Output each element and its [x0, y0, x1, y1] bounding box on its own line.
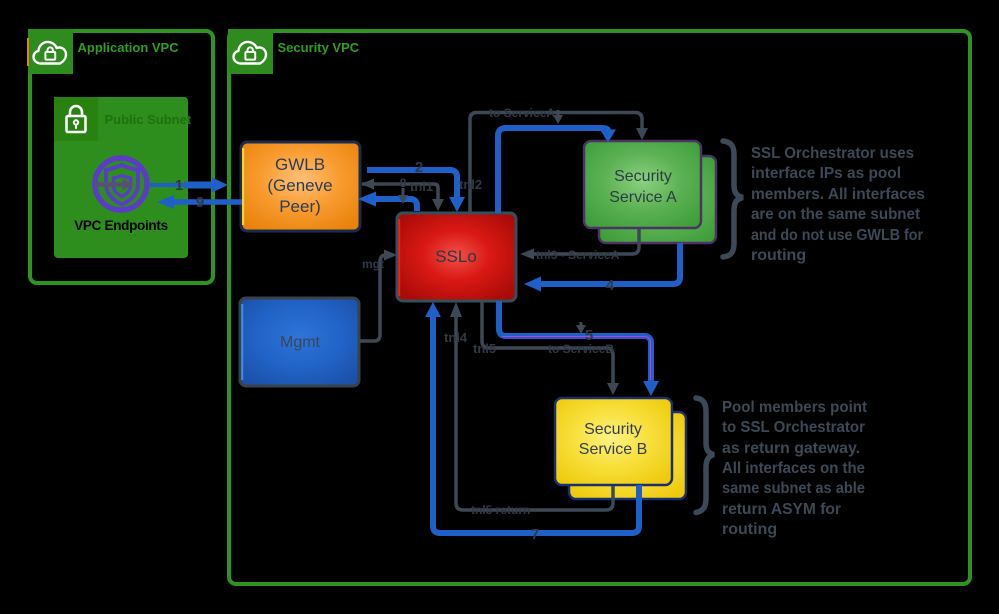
- svg-text:Service A: Service A: [609, 189, 677, 206]
- svg-text:Pool members point: Pool members point: [722, 399, 868, 416]
- svg-text:Peer): Peer): [279, 197, 321, 216]
- svg-text:SSLo: SSLo: [435, 247, 477, 266]
- svg-text:Public Subnet: Public Subnet: [105, 112, 192, 127]
- svg-text:are on the same subnet: are on the same subnet: [751, 206, 921, 223]
- svg-text:to ServiceB: to ServiceB: [548, 342, 614, 356]
- svg-text:routing: routing: [751, 247, 806, 264]
- svg-text:tnl2: tnl2: [459, 177, 482, 192]
- svg-text:as return gateway.: as return gateway.: [722, 440, 860, 457]
- svg-text:same subnet as able: same subnet as able: [722, 480, 865, 497]
- svg-text:All interfaces on the: All interfaces on the: [722, 460, 865, 477]
- svg-text:tnl5 return: tnl5 return: [471, 503, 530, 517]
- svg-text:interface IPs as pool: interface IPs as pool: [751, 165, 901, 182]
- svg-text:and do not use GWLB for: and do not use GWLB for: [751, 227, 923, 244]
- svg-text:GWLB: GWLB: [275, 155, 325, 174]
- svg-text:Security: Security: [614, 168, 672, 185]
- svg-text:mgt: mgt: [362, 257, 384, 271]
- svg-text:Service B: Service B: [579, 441, 647, 458]
- svg-text:(Geneve: (Geneve: [267, 176, 332, 195]
- svg-text:Security: Security: [584, 421, 642, 438]
- svg-text:VPC Endpoints: VPC Endpoints: [74, 218, 168, 233]
- svg-text:5: 5: [585, 327, 593, 344]
- svg-text:routing: routing: [722, 521, 777, 538]
- svg-text:tnl1: tnl1: [410, 179, 433, 194]
- svg-text:Mgmt: Mgmt: [280, 334, 321, 351]
- svg-text:return ASYM for: return ASYM for: [722, 501, 841, 518]
- svg-text:tnl3 - ServiceA: tnl3 - ServiceA: [536, 248, 620, 262]
- svg-text:4: 4: [606, 277, 615, 294]
- svg-text:tnl4: tnl4: [444, 330, 468, 345]
- svg-text:to ServiceA: to ServiceA: [489, 106, 555, 120]
- svg-text:8: 8: [400, 176, 407, 190]
- svg-text:Security VPC: Security VPC: [278, 40, 360, 55]
- svg-text:9: 9: [196, 194, 204, 211]
- svg-text:2: 2: [415, 159, 423, 176]
- svg-text:to SSL Orchestrator: to SSL Orchestrator: [722, 419, 865, 436]
- svg-text:Application VPC: Application VPC: [78, 40, 180, 55]
- svg-text:members. All interfaces: members. All interfaces: [751, 186, 925, 203]
- svg-text:tnl5: tnl5: [473, 341, 496, 356]
- svg-text:SSL Orchestrator uses: SSL Orchestrator uses: [751, 145, 914, 162]
- svg-text:1: 1: [175, 177, 183, 194]
- svg-text:7: 7: [531, 526, 539, 543]
